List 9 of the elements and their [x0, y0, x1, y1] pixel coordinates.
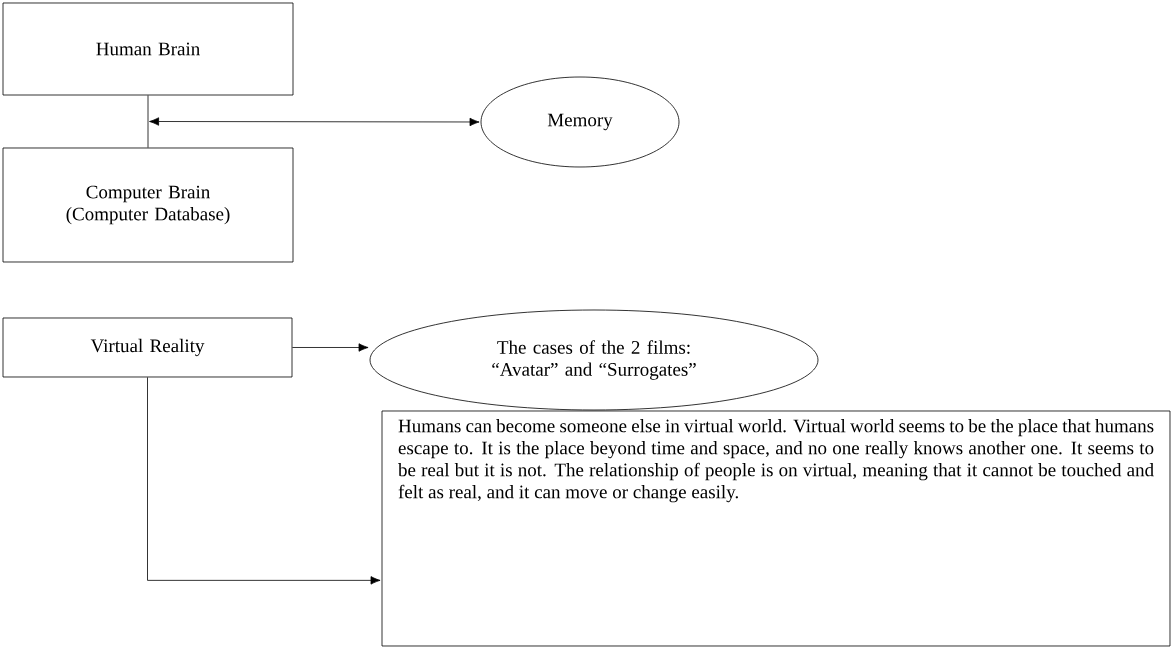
- arrow: [147, 377, 381, 585]
- ellipse-node: The cases of the 2 films: “Avatar” and “Surrogates”: [369, 309, 819, 411]
- process-box: Computer Brain (Computer Database): [2, 147, 294, 263]
- text-box: Humans can become someone else in virtual world. Virtual world seems to be the place that humans escape to. It is the place beyond time and space, and no one really knows another one. It seems to be real but it is not. The relationship of people is on virtual, meaning that it cannot be touched and felt as real, and it can move or change easily.: [381, 410, 1171, 647]
- process-box: Human Brain: [2, 2, 294, 96]
- arrow: [292, 343, 369, 352]
- process-box: Virtual Reality: [2, 317, 293, 378]
- ellipse-node: Memory: [480, 76, 680, 168]
- arrow: [149, 117, 480, 127]
